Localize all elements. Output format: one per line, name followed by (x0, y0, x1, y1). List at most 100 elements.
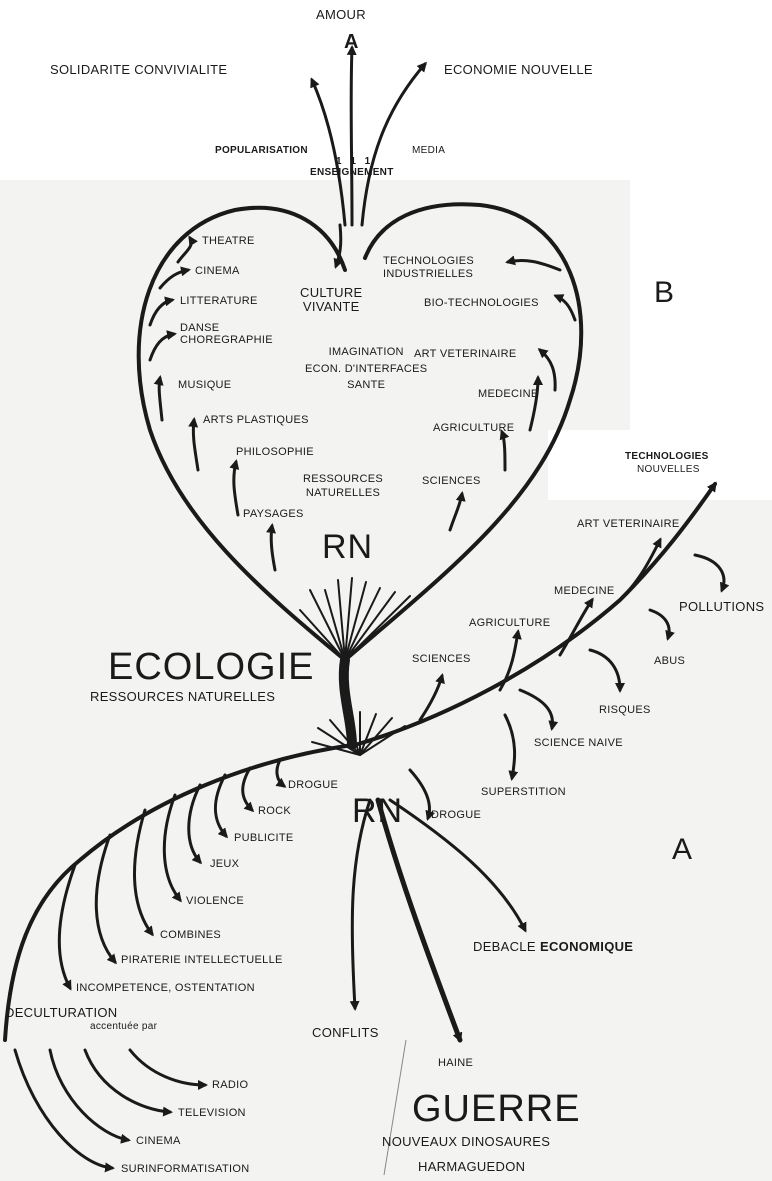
label-medecine-r: MEDECINE (554, 586, 614, 597)
label-publicite: PUBLICITE (234, 833, 294, 844)
label-culture-vivante: CULTURE VIVANTE (300, 286, 363, 315)
arrow-television (85, 1050, 170, 1112)
label-ressources-heart: RESSOURCES NATURELLES (303, 472, 383, 501)
arrow-agriculture (502, 432, 505, 470)
label-drogue-r: DROGUE (431, 810, 481, 821)
label-pollutions: POLLUTIONS (679, 600, 764, 613)
label-science-naive: SCIENCE NAIVE (534, 738, 623, 749)
arrow-amour (351, 48, 352, 225)
label-a-top: A (344, 32, 359, 52)
label-rock: ROCK (258, 806, 291, 817)
label-ressources-naturelles: RESSOURCES NATURELLES (90, 690, 275, 703)
label-television: TELEVISION (178, 1108, 246, 1119)
label-ecologie: ECOLOGIE (108, 648, 315, 686)
arrow-litterature (150, 300, 172, 325)
arrow-art-vet (540, 350, 555, 390)
arrow-superstition (505, 715, 515, 778)
arrow-science-naive (520, 690, 553, 728)
label-rn-heart: RN (322, 530, 373, 564)
arrow-art-vet-r (620, 540, 660, 600)
arrow-philosophie (234, 462, 238, 515)
arrow-solidarite (312, 80, 345, 225)
label-a-lower: A (672, 835, 692, 865)
label-art-veterinaire-heart: ART VETERINAIRE (414, 349, 517, 360)
arrow-risques (590, 650, 620, 690)
label-surinformatisation: SURINFORMATISATION (121, 1164, 249, 1175)
arrow-piraterie (96, 835, 115, 962)
label-sciences-r: SCIENCES (412, 654, 471, 665)
arrow-cinema (160, 270, 188, 288)
label-incompetence: INCOMPETENCE, OSTENTATION (76, 983, 255, 994)
arrow-publicite (215, 775, 226, 836)
label-deculturation: DECULTURATION (5, 1006, 117, 1019)
label-sciences-heart: SCIENCES (422, 476, 481, 487)
label-media: MEDIA (412, 146, 445, 156)
arrow-drogue-r (410, 770, 429, 818)
arrow-paysages (271, 526, 275, 570)
arrow-combines (135, 810, 152, 934)
arrow-tech-industrielles (508, 260, 560, 270)
arrow-violence (164, 795, 180, 900)
arrow-radio (130, 1050, 205, 1085)
label-sante: SANTE (305, 377, 427, 394)
label-combines: COMBINES (160, 930, 221, 941)
label-rn-lower: RN (352, 794, 403, 828)
label-musique: MUSIQUE (178, 380, 231, 391)
arrow-arts (193, 420, 198, 470)
label-harmaguedon: HARMAGUEDON (418, 1160, 525, 1173)
label-violence: VIOLENCE (186, 896, 244, 907)
label-agriculture-heart: AGRICULTURE (433, 423, 514, 434)
label-solidarite: SOLIDARITE CONVIVIALITE (50, 63, 227, 76)
heart-left-lobe (139, 208, 345, 660)
label-agriculture-r: AGRICULTURE (469, 618, 550, 629)
label-economique: ECONOMIQUE (540, 940, 633, 953)
arrow-musique (159, 378, 162, 420)
label-litterature: LITTERATURE (180, 296, 258, 307)
label-cinema: CINEMA (195, 266, 240, 277)
label-drogue-l: DROGUE (288, 780, 338, 791)
label-ones: 1 1 1 (336, 157, 373, 167)
label-abus: ABUS (654, 656, 685, 667)
label-theatre: THEATRE (202, 236, 255, 247)
label-conflits: CONFLITS (312, 1026, 379, 1039)
arrow-incompetence (59, 865, 75, 988)
label-econ-interfaces: ECON. D'INTERFACES (305, 361, 427, 378)
label-arts-plastiques: ARTS PLASTIQUES (203, 415, 309, 426)
arrow-rock (243, 768, 252, 810)
label-haine: HAINE (438, 1058, 473, 1069)
label-danse: DANSE CHOREGRAPHIE (180, 322, 273, 346)
label-jeux: JEUX (210, 859, 239, 870)
guerre-divider (384, 1040, 406, 1175)
arrow-pollutions (695, 555, 724, 590)
label-philosophie: PHILOSOPHIE (236, 447, 314, 458)
label-paysages: PAYSAGES (243, 509, 304, 520)
label-amour: AMOUR (316, 8, 366, 21)
label-guerre: GUERRE (412, 1090, 581, 1128)
arrow-medecine (530, 378, 538, 430)
arrow-jeux (189, 785, 200, 862)
label-bio-technologies: BIO-TECHNOLOGIES (424, 298, 539, 309)
label-superstition: SUPERSTITION (481, 787, 566, 798)
arrow-bio (556, 296, 575, 320)
label-popularisation: POPULARISATION (215, 146, 308, 156)
label-enseignement: ENSEIGNEMENT (310, 168, 394, 178)
label-economie: ECONOMIE NOUVELLE (444, 63, 593, 76)
label-nouvelles: NOUVELLES (637, 465, 700, 475)
label-debacle: DEBACLE (473, 940, 536, 953)
label-radio: RADIO (212, 1080, 248, 1091)
label-b: B (654, 278, 674, 308)
heart-center-text: IMAGINATION ECON. D'INTERFACES SANTE (305, 344, 427, 394)
label-dinosaures: NOUVEAUX DINOSAURES (382, 1135, 550, 1148)
arrow-cinema-l (50, 1050, 128, 1140)
label-art-veterinaire-r: ART VETERINAIRE (577, 519, 680, 530)
arrow-haine (378, 800, 460, 1040)
label-technologies: TECHNOLOGIES (625, 452, 709, 462)
arrow-sciences (450, 494, 462, 530)
label-piraterie: PIRATERIE INTELLECTUELLE (121, 955, 283, 966)
arrow-drogue-l (277, 760, 284, 786)
label-imagination: IMAGINATION (305, 344, 427, 361)
label-risques: RISQUES (599, 705, 651, 716)
label-cinema-l: CINEMA (136, 1136, 181, 1147)
arrow-abus (650, 610, 669, 638)
